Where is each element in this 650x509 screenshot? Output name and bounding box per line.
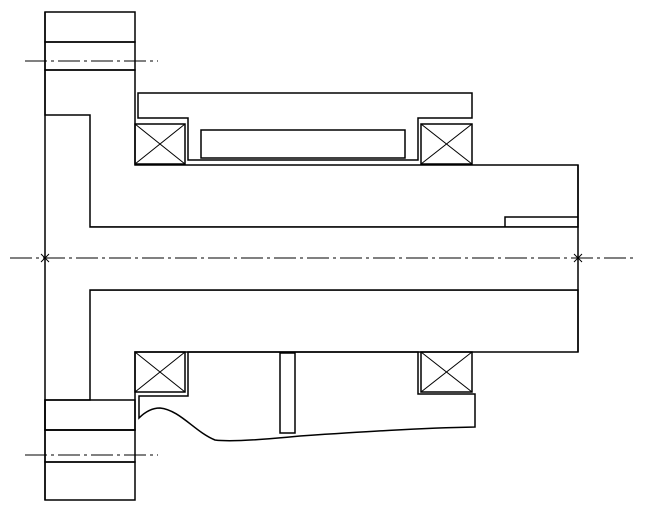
shaft-lower-section [44,289,579,431]
spacer-sleeve [200,129,406,159]
housing-lower [138,351,476,442]
flange-lower-segment [44,399,136,431]
flange-bottom-segment [44,461,136,501]
housing-slot [279,352,296,434]
housing-upper [137,92,473,161]
bearing-bottom-left [134,351,186,393]
axis-marker-right [573,253,583,263]
bolt-hole-top [44,41,136,71]
keyway [504,216,578,227]
bearing-bottom-right [420,351,473,393]
bearing-top-left [134,123,186,165]
flange-top-segment [44,11,136,43]
bearing-top-right [420,123,473,165]
axis-marker-left [40,253,50,263]
bolt-hole-bottom [44,429,136,463]
